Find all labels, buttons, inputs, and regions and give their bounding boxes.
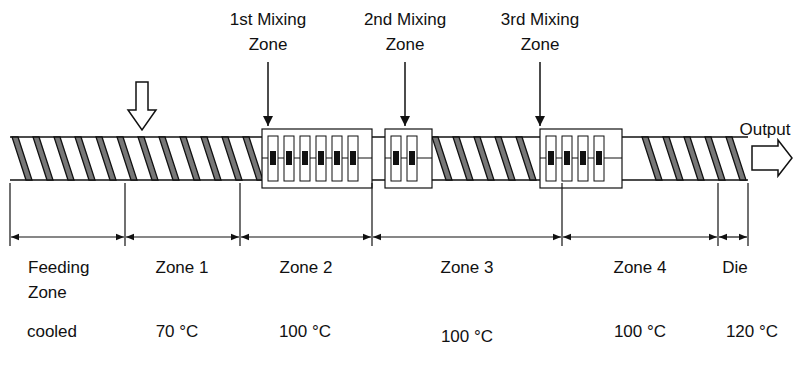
screw-flight <box>453 137 473 180</box>
screw-flight <box>201 137 221 180</box>
kneading-core <box>409 151 415 165</box>
kneading-disc <box>546 136 556 181</box>
screw-flight <box>159 137 179 180</box>
screw-flight <box>726 137 746 180</box>
zone-name: Zone 2 <box>256 256 356 281</box>
kneading-core <box>580 151 586 165</box>
kneading-disc <box>348 136 358 181</box>
kneading-disc <box>562 136 572 181</box>
kneading-disc <box>316 136 326 181</box>
zone-name: Zone 3 <box>417 256 517 281</box>
zone-pointer-label: 1st Mixing Zone <box>218 8 318 57</box>
screw-flight <box>642 137 662 180</box>
screw-edge <box>10 179 748 181</box>
temperature: 70 °C <box>132 320 222 345</box>
screw-flights <box>12 137 746 180</box>
screw-flight <box>495 137 515 180</box>
zone-name: Feeding Zone <box>28 256 108 305</box>
pointer-arrow <box>404 62 406 126</box>
dimension-lines <box>11 236 747 237</box>
temperature: 120 °C <box>712 320 792 345</box>
pointer-arrow <box>539 62 541 126</box>
screw-flight <box>117 137 137 180</box>
mixing-element <box>540 129 622 188</box>
kneading-disc <box>332 136 342 181</box>
mixing-element <box>262 129 372 188</box>
kneading-core <box>334 151 340 165</box>
kneading-core <box>393 151 399 165</box>
kneading-disc <box>578 136 588 181</box>
screw-flight <box>474 137 494 180</box>
mixing-element <box>385 129 432 188</box>
temperature: cooled <box>7 320 97 345</box>
kneading-core <box>596 151 602 165</box>
screw <box>10 137 748 180</box>
screw-flight <box>12 137 32 180</box>
kneading-disc <box>407 136 417 181</box>
kneading-core <box>564 151 570 165</box>
feed-arrow <box>128 82 156 130</box>
screw-flight <box>138 137 158 180</box>
output-arrow <box>752 140 792 176</box>
kneading-core <box>318 151 324 165</box>
kneading-disc <box>300 136 310 181</box>
zone-name: Die <box>710 256 760 281</box>
screw-flight <box>705 137 725 180</box>
screw-flight <box>222 137 242 180</box>
zone-name: Zone 4 <box>590 256 690 281</box>
zone-pointer-label: 2nd Mixing Zone <box>355 8 455 57</box>
kneading-core <box>302 151 308 165</box>
kneading-disc <box>391 136 401 181</box>
temperature: 100 °C <box>422 325 512 350</box>
dimension-ticks <box>10 183 748 246</box>
kneading-core <box>286 151 292 165</box>
screw-flight <box>75 137 95 180</box>
mixing-elements <box>262 129 622 188</box>
screw-flight <box>663 137 683 180</box>
screw-flight <box>96 137 116 180</box>
zone-pointer-label: 3rd Mixing Zone <box>490 8 590 57</box>
pointer-arrow <box>267 62 269 126</box>
kneading-disc <box>268 136 278 181</box>
kneading-disc <box>284 136 294 181</box>
kneading-core <box>548 151 554 165</box>
zone-name: Zone 1 <box>132 256 232 281</box>
screw-flight <box>684 137 704 180</box>
kneading-core <box>350 151 356 165</box>
screw-flight <box>516 137 536 180</box>
screw-flight <box>33 137 53 180</box>
temperature: 100 °C <box>595 320 685 345</box>
screw-flight <box>243 137 263 180</box>
output-label: Output <box>736 118 794 143</box>
temperature: 100 °C <box>260 320 350 345</box>
screw-flight <box>180 137 200 180</box>
screw-flight <box>432 137 452 180</box>
kneading-core <box>270 151 276 165</box>
kneading-disc <box>594 136 604 181</box>
screw-flight <box>54 137 74 180</box>
